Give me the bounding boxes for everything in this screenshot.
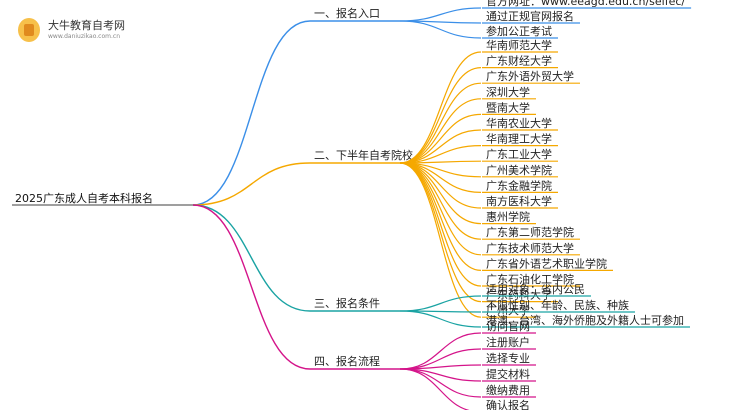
child-connector — [399, 162, 482, 303]
child-label: 官方网址：www.eeagd.edu.cn/selfec/ — [486, 0, 685, 8]
branch-2-child: 广东外语外贸大学 — [399, 69, 580, 164]
child-connector — [399, 51, 482, 164]
branch-2-child: 深圳大学 — [399, 85, 536, 164]
branch-label: 四、报名流程 — [314, 354, 380, 368]
branch-label: 三、报名条件 — [314, 296, 380, 310]
child-connector — [399, 364, 482, 370]
child-label: 广东财经大学 — [486, 54, 552, 68]
child-label: 缴纳费用 — [486, 383, 530, 397]
child-connector — [399, 98, 482, 164]
branch-1: 一、报名入口 官方网址：www.eeagd.edu.cn/selfec/通过正规官… — [192, 0, 692, 206]
child-connector — [399, 368, 470, 410]
logo-title: 大牛教育自考网 — [48, 19, 125, 32]
branch-2-child: 广东财经大学 — [399, 54, 558, 164]
child-connector — [399, 348, 482, 370]
child-label: 确认报名 — [486, 398, 530, 410]
child-connector — [399, 162, 482, 287]
root-topic: 2025广东成人自考本科报名 — [15, 191, 153, 205]
branch-2-child: 广州大学 — [399, 162, 536, 318]
child-label: 华南理工大学 — [486, 132, 552, 146]
branch-connector — [192, 204, 311, 370]
child-label: 注册账户 — [486, 335, 530, 349]
branch-label: 二、下半年自考院校 — [314, 148, 413, 162]
child-connector — [399, 310, 482, 328]
child-label: 港澳、台湾、海外侨胞及外籍人士可参加 — [486, 313, 684, 327]
child-label: 广州美术学院 — [486, 163, 552, 177]
child-label: 暨南大学 — [486, 100, 530, 114]
child-connector — [399, 368, 482, 398]
child-label: 通过正规官网报名 — [486, 9, 574, 23]
branch-1-child: 参加公正考试 — [399, 20, 558, 39]
child-connector — [399, 113, 482, 164]
child-connector — [399, 162, 482, 240]
child-label: 广东外语外贸大学 — [486, 69, 574, 83]
site-logo[interactable]: 大牛教育自考网 www.daniuzikao.com.cn — [12, 13, 172, 47]
child-connector — [399, 332, 482, 370]
child-connector — [399, 7, 482, 22]
child-label: 参加公正考试 — [486, 24, 552, 38]
branch-3-child: 不限性别、年龄、民族、种族 — [399, 298, 635, 313]
child-label: 广东第二师范学院 — [486, 225, 574, 239]
branch-2-child: 南方医科大学 — [399, 162, 558, 209]
logo-url: www.daniuzikao.com.cn — [48, 33, 120, 40]
child-label: 广东石油化工学院 — [486, 272, 574, 286]
branch-4-child: 确认报名 — [399, 368, 530, 410]
child-connector — [399, 82, 482, 164]
child-label: 广东技术师范大学 — [486, 241, 574, 255]
branch-4-child: 访问官网 — [399, 319, 536, 370]
child-label: 华南师范大学 — [486, 38, 552, 52]
child-connector — [399, 67, 482, 164]
child-label: 广州大学 — [486, 303, 530, 317]
child-connector — [399, 20, 482, 39]
child-label: 提交材料 — [486, 367, 530, 381]
branch-1-child: 通过正规官网报名 — [399, 9, 580, 24]
child-label: 南方医科大学 — [486, 194, 552, 208]
branch-connector — [192, 162, 311, 206]
child-label: 广东省外语艺术职业学院 — [486, 256, 607, 270]
child-connector — [399, 162, 482, 318]
branch-3-child: 港澳、台湾、海外侨胞及外籍人士可参加 — [399, 310, 690, 328]
logo-badge-icon — [18, 18, 40, 42]
child-label: 广东药科大学 — [486, 288, 552, 302]
child-label: 惠州学院 — [486, 210, 530, 224]
child-label: 选择专业 — [486, 351, 530, 365]
child-label: 访问官网 — [486, 319, 530, 333]
branch-4-child: 注册账户 — [399, 335, 536, 370]
branch-2-child: 华南师范大学 — [399, 38, 558, 164]
child-label: 不限性别、年龄、民族、种族 — [486, 298, 629, 312]
branch-label: 一、报名入口 — [314, 6, 380, 20]
branch-2: 二、下半年自考院校 华南师范大学广东财经大学广东外语外贸大学深圳大学暨南大学华南农… — [192, 38, 613, 318]
branch-3: 三、报名条件 适用对象：省内公民不限性别、年龄、民族、种族港澳、台湾、海外侨胞及外… — [192, 204, 690, 328]
child-label: 广东金融学院 — [486, 178, 552, 192]
child-connector — [399, 162, 482, 225]
child-label: 深圳大学 — [486, 85, 530, 99]
branch-2-child: 暨南大学 — [399, 100, 536, 164]
child-label: 适用对象：省内公民 — [486, 282, 585, 296]
branch-connector — [192, 20, 311, 206]
child-label: 华南农业大学 — [486, 116, 552, 130]
branch-2-child: 广东省外语艺术职业学院 — [399, 162, 613, 271]
child-label: 广东工业大学 — [486, 147, 552, 161]
child-connector — [399, 162, 482, 271]
child-connector — [399, 295, 482, 312]
branch-connector — [192, 204, 311, 312]
